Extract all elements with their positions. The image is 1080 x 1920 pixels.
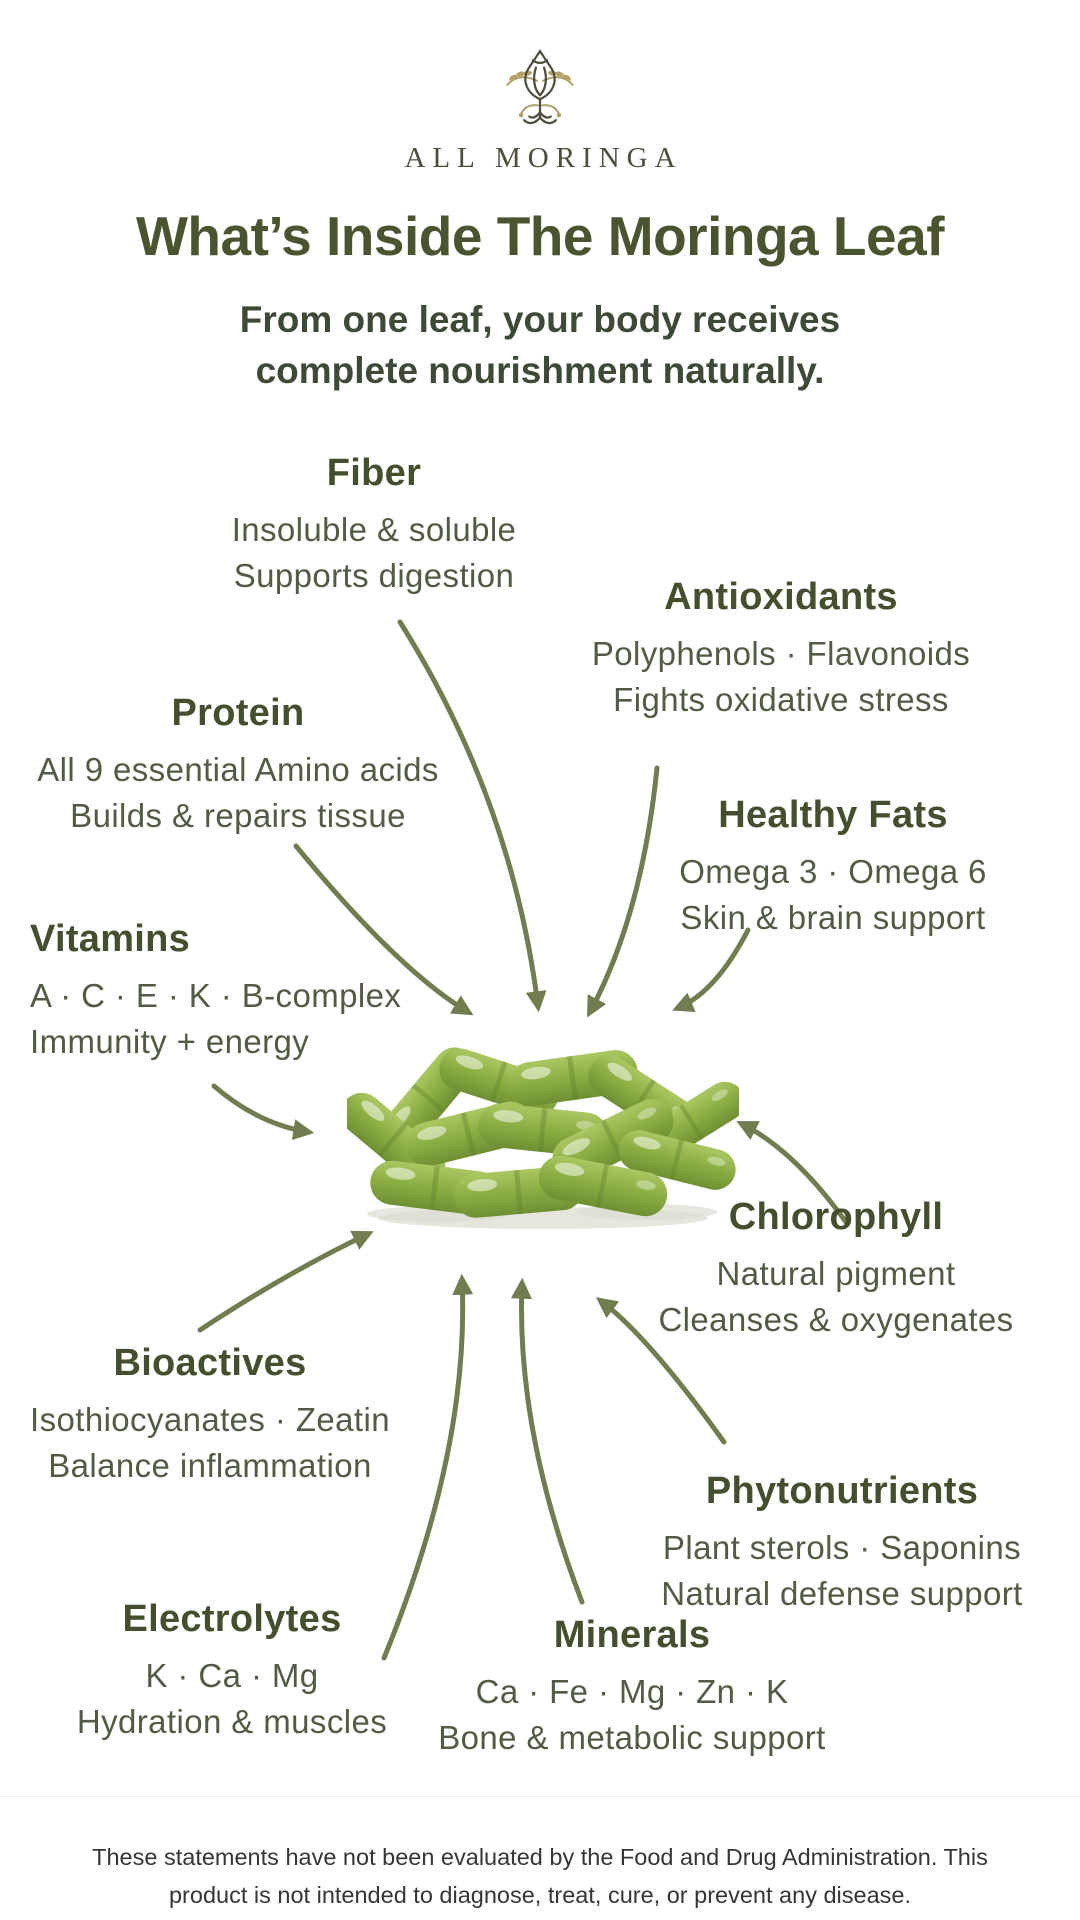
page-subtitle: From one leaf, your body receives comple… [0,294,1080,396]
nutrient-detail: All 9 essential Amino acids [37,751,439,788]
nutrient-detail: Natural pigment [716,1255,956,1292]
subtitle-line-2: complete nourishment naturally. [255,350,825,392]
nutrient-title: Chlorophyll [728,1196,944,1238]
arrow-healthy-fats [672,927,751,1012]
nutrient-antioxidants: Antioxidants Polyphenols · Flavonoids Fi… [592,576,970,722]
nutrient-title: Minerals [553,1614,711,1656]
nutrient-detail: Isothiocyanates · Zeatin [30,1401,390,1438]
disclaimer-line-1: These statements have not been evaluated… [92,1844,988,1870]
nutrient-chlorophyll: Chlorophyll Natural pigment Cleanses & o… [658,1196,1013,1342]
subtitle-line-1: From one leaf, your body receives [239,299,841,340]
nutrient-benefit: Builds & repairs tissue [70,796,406,834]
brand-name: ALL MORINGA [404,142,683,174]
nutrient-detail: Polyphenols · Flavonoids [591,635,971,672]
nutrient-protein: Protein All 9 essential Amino acids Buil… [37,692,439,838]
nutrient-benefit: Skin & brain support [680,898,986,936]
arrow-minerals [510,1277,585,1605]
nutrient-detail: K · Ca · Mg [145,1657,319,1694]
nutrient-benefit: Supports digestion [233,556,515,594]
nutrient-benefit: Immunity + energy [30,1022,310,1060]
moringa-capsules-image [347,1042,739,1229]
fda-disclaimer: These statements have not been evaluated… [60,1838,1020,1914]
nutrient-title: Bioactives [113,1342,307,1384]
nutrient-title: Vitamins [30,918,191,960]
nutrient-bioactives: Bioactives Isothiocyanates · Zeatin Bala… [30,1342,390,1488]
arrow-vitamins [211,1083,315,1141]
nutrient-detail: Ca · Fe · Mg · Zn · K [475,1673,789,1710]
nutrient-title: Phytonutrients [705,1470,979,1512]
nutrient-healthy-fats: Healthy Fats Omega 3 · Omega 6 Skin & br… [679,794,987,940]
nutrient-electrolytes: Electrolytes K · Ca · Mg Hydration & mus… [77,1598,387,1744]
nutrient-detail: A · C · E · K · B-complex [30,977,402,1014]
nutrient-minerals: Minerals Ca · Fe · Mg · Zn · K Bone & me… [438,1614,826,1760]
arrow-bioactives [197,1230,374,1333]
disclaimer-line-2: product is not intended to diagnose, tre… [168,1882,912,1909]
nutrient-title: Antioxidants [664,576,898,618]
nutrient-title: Protein [171,692,305,734]
nutrient-title: Fiber [326,452,422,494]
nutrient-fiber: Fiber Insoluble & soluble Supports diges… [232,452,517,598]
nutrient-benefit: Cleanses & oxygenates [658,1300,1014,1338]
nutrient-title: Electrolytes [122,1598,342,1640]
nutrient-title: Healthy Fats [718,794,948,836]
nutrient-benefit: Bone & metabolic support [438,1718,826,1756]
nutrient-benefit: Natural defense support [661,1574,1023,1612]
page-title: What’s Inside The Moringa Leaf [135,205,945,267]
nutrient-benefit: Hydration & muscles [76,1702,388,1740]
nutrient-benefit: Balance inflammation [48,1446,372,1484]
nutrient-benefit: Fights oxidative stress [613,680,949,718]
moringa-tree-logo-icon [506,49,574,125]
arrow-electrolytes [381,1273,474,1661]
nutrient-detail: Insoluble & soluble [231,511,517,548]
arrow-antioxidants [587,765,660,1018]
nutrient-detail: Omega 3 · Omega 6 [679,853,987,890]
footer-divider [0,1796,1080,1797]
nutrient-detail: Plant sterols · Saponins [662,1529,1022,1566]
nutrient-vitamins: Vitamins A · C · E · K · B-complex Immun… [30,918,401,1064]
nutrient-phytonutrients: Phytonutrients Plant sterols · Saponins … [661,1470,1022,1616]
brand-header: ALL MORINGA [0,44,1080,175]
